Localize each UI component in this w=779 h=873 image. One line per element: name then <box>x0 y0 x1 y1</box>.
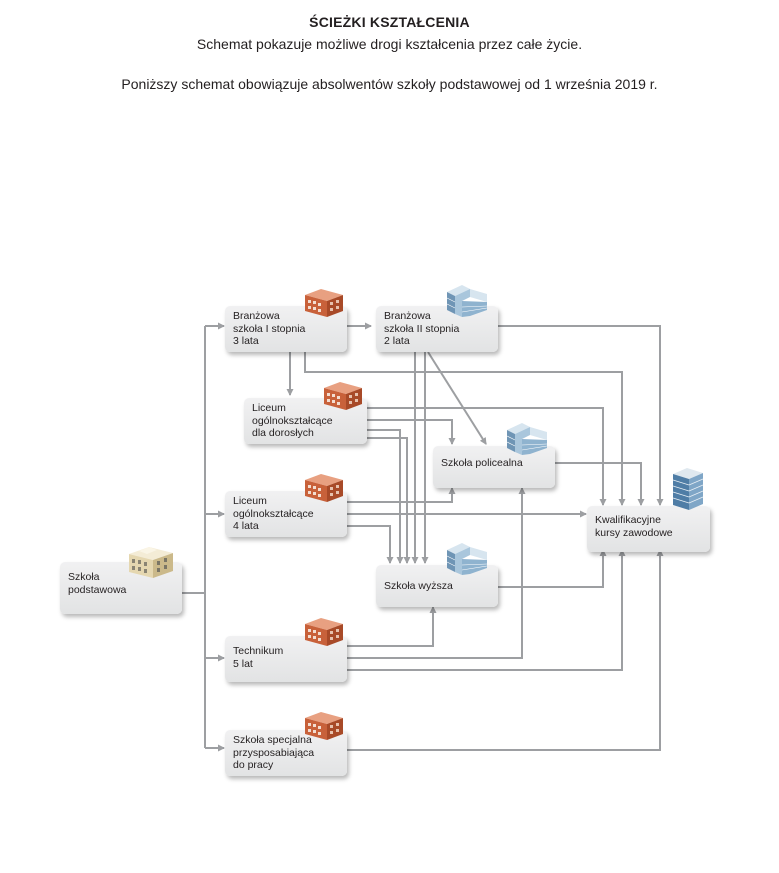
arrow-liceum-wyzsza <box>347 525 394 564</box>
brick-building-icon <box>324 382 362 410</box>
office-tower-icon <box>672 468 704 510</box>
brick-building-icon <box>305 289 343 317</box>
node-szkola-policealna: Szkoła policealna <box>433 446 555 488</box>
arrow-technikum-policealna <box>347 487 526 659</box>
page-subtitle: Schemat pokazuje możliwe drogi kształcen… <box>196 36 583 52</box>
brick-building-icon <box>305 474 343 502</box>
arrow-technikum-kursy <box>347 549 626 671</box>
node-kwalifikacyjne-kursy: Kwalifikacyjne kursy zawodowe <box>587 506 710 552</box>
arrow-branzowa2-kursy <box>498 325 664 506</box>
node-lo-dla-doroslych: Liceum ogólnokształcące dla dorosłych <box>244 398 367 444</box>
arrow-wyzsza-kursy <box>498 549 607 588</box>
brick-building-icon <box>305 712 343 740</box>
arrow-branzowa1-kursy <box>304 352 626 506</box>
arrow-liceum-policealna <box>347 487 456 503</box>
arrow-branzowa2-policealna <box>427 351 487 445</box>
arrow-technikum-wyzsza <box>347 606 437 647</box>
arrow-policealna-kursy <box>555 462 645 506</box>
arrow-lo-dorosli-policealna <box>367 419 456 445</box>
glass-office-icon <box>446 543 488 575</box>
glass-office-icon <box>446 285 488 317</box>
arrow-lo-dorosli-wyzsza-b <box>367 437 411 564</box>
node-branzowa-2-stopnia: Branżowa szkoła II stopnia 2 lata <box>376 306 498 352</box>
glass-office-icon <box>506 423 548 455</box>
brick-building-icon <box>305 618 343 646</box>
arrow-lo-dorosli-wyzsza-a <box>367 429 404 564</box>
page-title: ŚCIEŻKI KSZTAŁCENIA <box>309 14 470 30</box>
classic-building-icon <box>129 547 173 578</box>
arrow-lo-dorosli-kursy <box>367 407 607 506</box>
page-note: Poniższy schemat obowiązuje absolwentów … <box>121 76 658 92</box>
arrow-specjalna-kursy <box>347 549 664 751</box>
node-szkola-wyzsza: Szkoła wyższa <box>376 565 498 607</box>
